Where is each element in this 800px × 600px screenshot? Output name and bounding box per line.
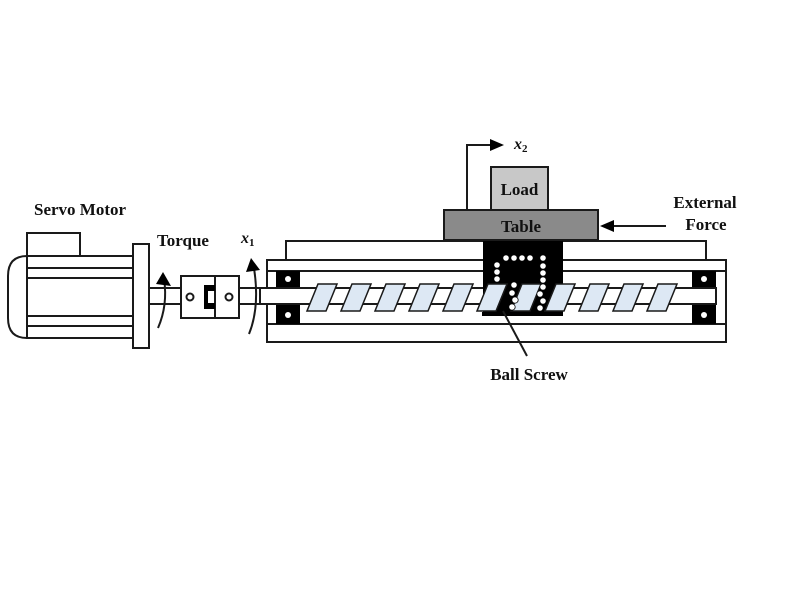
motor-terminal-box [26,232,81,257]
bearing-right [692,271,716,324]
torque-arrow [156,272,171,329]
ball [526,254,534,262]
ball [539,276,547,284]
coupling [180,275,240,319]
ball [493,268,501,276]
bearing-ball [285,276,291,282]
ball [502,254,510,262]
coupling-right-half [214,275,240,319]
screw-thread [441,283,475,312]
screw-thread [475,283,509,312]
servo-motor [7,232,150,349]
table [443,209,599,241]
bearing-left [276,271,300,324]
screw-thread [611,283,645,312]
servo-motor-label: Servo Motor [34,200,127,219]
x1-arrow [246,258,260,335]
bearing-ball [701,312,707,318]
ball [510,281,518,289]
screw-thread [645,283,679,312]
ball [536,290,544,298]
ball [493,275,501,283]
screw-thread [339,283,373,312]
screw-thread [543,283,577,312]
ball [518,254,526,262]
load-label: Load [501,180,539,199]
ball [539,262,547,270]
ball [493,261,501,269]
force-arrowhead [600,220,614,232]
table-label: Table [501,217,541,236]
ball [539,283,547,291]
screw-thread [577,283,611,312]
external-force-arrow [600,220,666,232]
ball [510,254,518,262]
x1-arrowhead [246,258,260,272]
coupling-pin [185,292,195,302]
ball-nut-base [482,312,563,316]
bearing-ball [285,312,291,318]
recirculating-balls [493,254,547,312]
screw-thread [407,283,441,312]
motor-flange [132,243,150,349]
ball [508,303,516,311]
ball [536,304,544,312]
ball-screw-label: Ball Screw [490,365,568,384]
ball [539,254,547,262]
coupling-pin [224,292,234,302]
screw-thread [305,283,339,312]
ball [511,296,519,304]
ball [508,289,516,297]
external-force-label-line1: External [673,193,737,212]
screw-threads [305,283,679,312]
external-force-label-line2: Force [685,215,727,234]
motor-end-cap [7,254,28,340]
screw-thread [373,283,407,312]
ball-screw-pointer [502,310,528,357]
torque-arrowhead [156,272,171,286]
bearing-ball [701,276,707,282]
load [490,166,549,211]
ball [539,269,547,277]
x2-arrow [466,139,504,210]
coupling-jaw [204,285,215,309]
x2-arrowhead [490,139,504,151]
x1-label: x1 [240,230,255,249]
torque-label: Torque [157,231,209,250]
motor-body [26,255,134,339]
ball [539,297,547,305]
x2-label: x2 [513,136,528,155]
